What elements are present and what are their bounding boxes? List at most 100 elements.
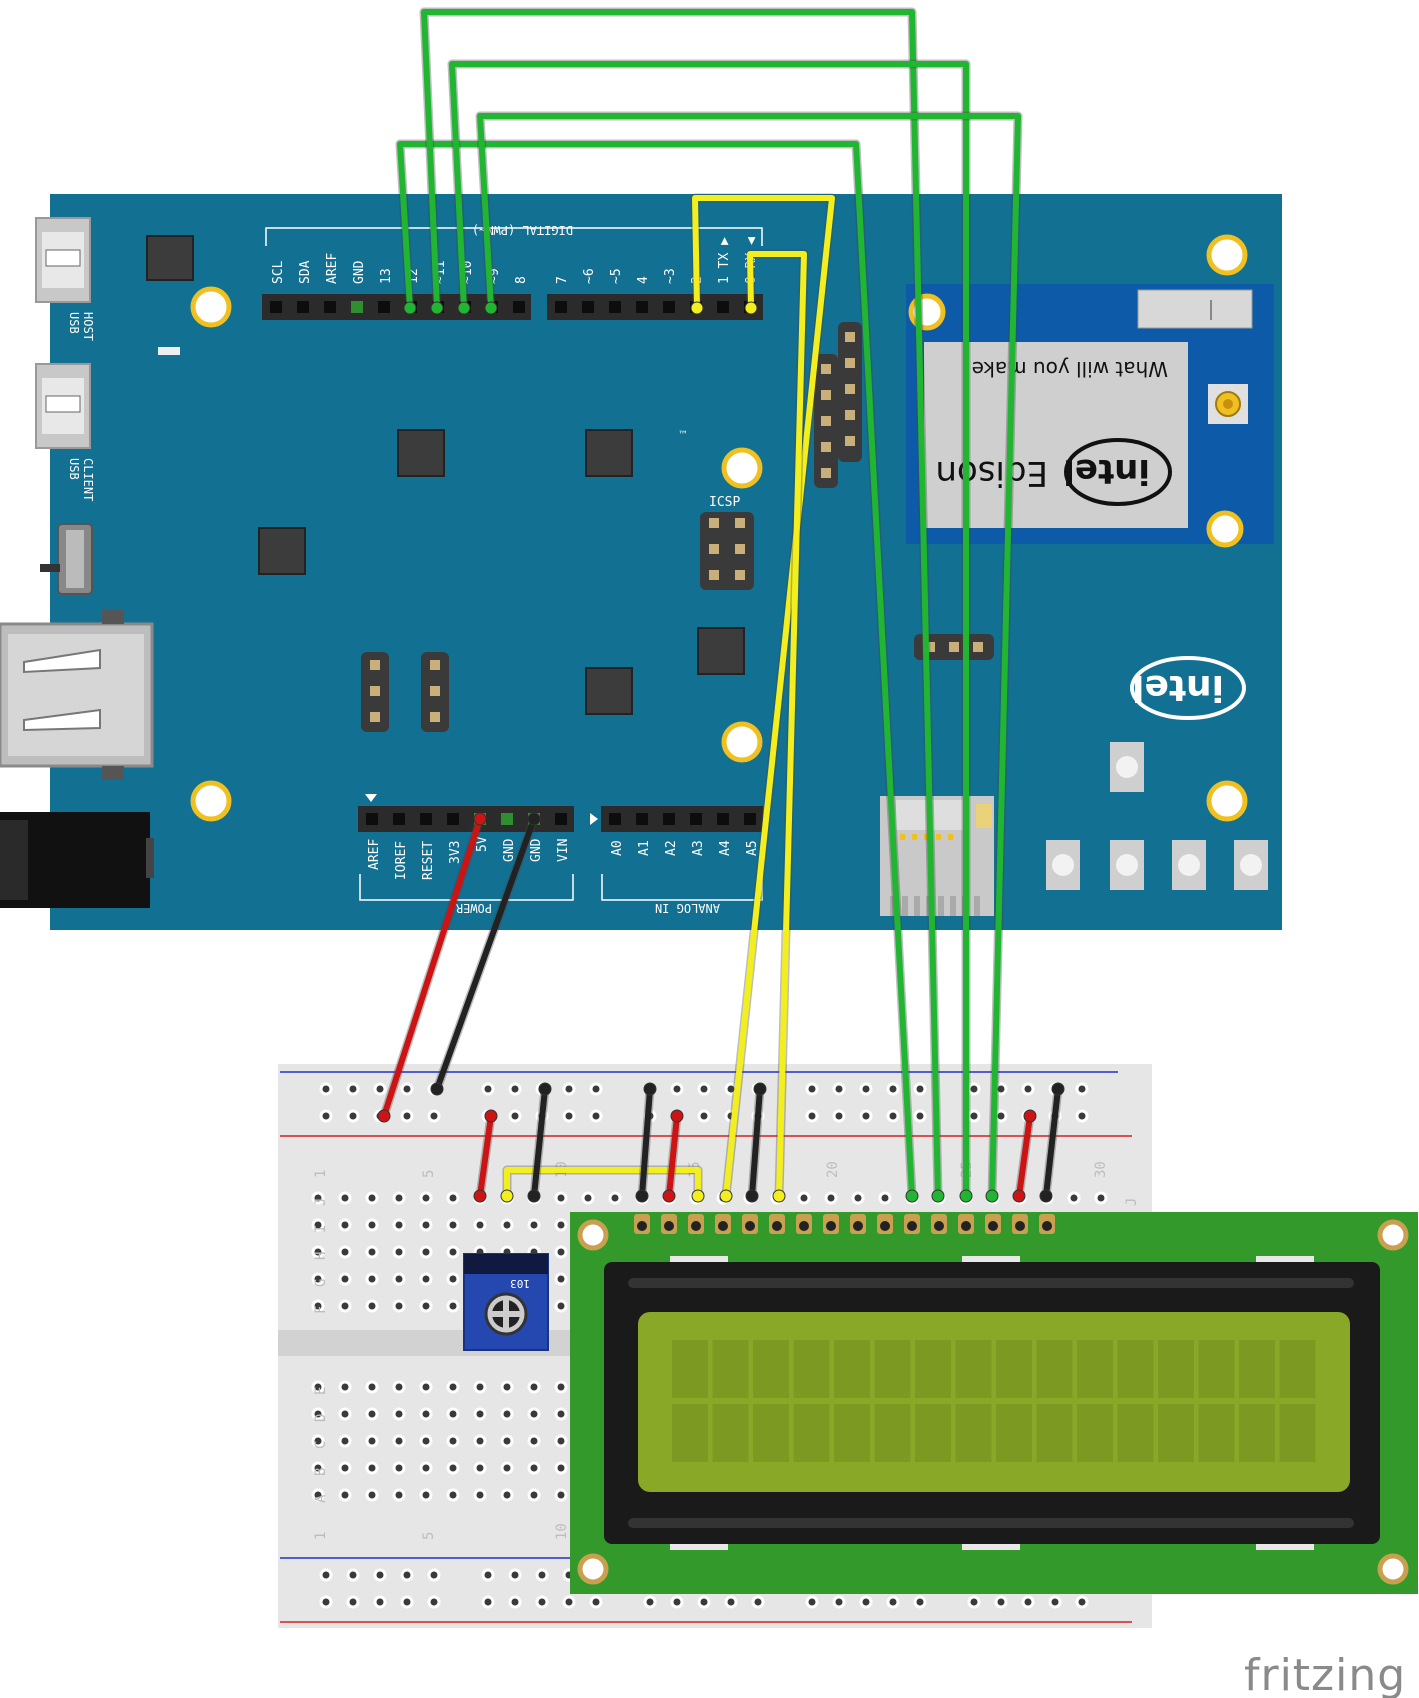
wire-green-d10-end bbox=[959, 1189, 973, 1203]
lcd-character-cell bbox=[915, 1340, 951, 1398]
breadboard-hole bbox=[419, 1407, 433, 1421]
breadboard-hole bbox=[365, 1407, 379, 1421]
breadboard-hole bbox=[554, 1488, 568, 1502]
breadboard-hole bbox=[1021, 1082, 1035, 1096]
breadboard-hole bbox=[886, 1595, 900, 1609]
breadboard-hole bbox=[589, 1595, 603, 1609]
pin-label-reset: RESET bbox=[421, 841, 436, 880]
breadboard-hole bbox=[311, 1245, 325, 1259]
bb-col-1: 1 bbox=[313, 1170, 329, 1178]
lcd-pin-hole bbox=[799, 1221, 809, 1231]
breadboard-column-numbers-bottom: 1 5 10 bbox=[313, 1523, 570, 1540]
lcd-character-cell bbox=[672, 1404, 708, 1462]
lcd-character-cell bbox=[712, 1404, 749, 1462]
breadboard-hole bbox=[1067, 1191, 1081, 1205]
breadboard-hole bbox=[365, 1488, 379, 1502]
lcd-pin-hole bbox=[664, 1221, 674, 1231]
bb-col-30: 30 bbox=[1093, 1161, 1109, 1178]
dc-barrel-jack bbox=[0, 812, 154, 908]
breadboard-hole bbox=[338, 1434, 352, 1448]
breadboard-hole bbox=[419, 1245, 433, 1259]
wire-green-d10-end bbox=[457, 301, 471, 315]
wire-red-lcd-backlight bbox=[1016, 1113, 1033, 1199]
wire-yellow-d0-end bbox=[772, 1189, 786, 1203]
wire-red-lcd-vdd-end bbox=[670, 1109, 684, 1123]
breadboard-hole bbox=[419, 1218, 433, 1232]
breadboard-hole bbox=[797, 1191, 811, 1205]
breadboard-hole bbox=[311, 1299, 325, 1313]
svg-text:intel: intel bbox=[1132, 667, 1224, 708]
pin-label-power-aref: AREF bbox=[367, 839, 382, 870]
breadboard-hole bbox=[338, 1272, 352, 1286]
breadboard-hole bbox=[392, 1434, 406, 1448]
edison-name: Edison bbox=[935, 453, 1048, 493]
lcd-character-cell bbox=[996, 1340, 1032, 1398]
push-buttons bbox=[1046, 742, 1268, 890]
lcd-screen bbox=[638, 1312, 1350, 1492]
wire-black-pot-gnd bbox=[531, 1086, 548, 1199]
breadboard-hole bbox=[365, 1434, 379, 1448]
lcd-character-cell bbox=[672, 1340, 708, 1398]
breadboard-hole bbox=[913, 1109, 927, 1123]
lcd-pin-hole bbox=[988, 1221, 998, 1231]
lcd-character-cell bbox=[1239, 1404, 1275, 1462]
wire-green-d9-end bbox=[985, 1189, 999, 1203]
lcd-character-cell bbox=[1198, 1340, 1235, 1398]
wire-red-5v-end bbox=[473, 812, 487, 826]
analog-pin-labels: A0 A1 A2 A3 A4 A5 bbox=[610, 840, 760, 856]
pin-label-13: 13 bbox=[379, 268, 394, 284]
breadboard-hole bbox=[535, 1595, 549, 1609]
breadboard-hole bbox=[446, 1299, 460, 1313]
breadboard-hole bbox=[581, 1191, 595, 1205]
lcd-pin-hole bbox=[1015, 1221, 1025, 1231]
breadboard-hole bbox=[338, 1299, 352, 1313]
breadboard-hole bbox=[805, 1082, 819, 1096]
lcd-character-cell bbox=[753, 1404, 789, 1462]
wire-yellow-pot-wiper-end bbox=[500, 1189, 514, 1203]
wire-red-pot-vcc-end bbox=[473, 1189, 487, 1203]
breadboard-hole bbox=[1075, 1595, 1089, 1609]
breadboard-hole bbox=[832, 1082, 846, 1096]
breadboard-hole bbox=[365, 1299, 379, 1313]
pin-label-3v3: 3V3 bbox=[448, 841, 463, 864]
pin-label-tx: 1 TX ▶ bbox=[717, 237, 732, 284]
breadboard-hole bbox=[400, 1109, 414, 1123]
edison-tagline: What will you make bbox=[972, 357, 1168, 381]
breadboard-hole bbox=[365, 1191, 379, 1205]
breadboard-row-letters-bottom: E D C B A bbox=[313, 1387, 329, 1503]
breadboard-hole bbox=[994, 1595, 1008, 1609]
breadboard-hole bbox=[824, 1191, 838, 1205]
breadboard-hole bbox=[697, 1082, 711, 1096]
bb-col-1-bottom: 1 bbox=[313, 1532, 329, 1540]
breadboard-hole bbox=[527, 1434, 541, 1448]
lcd-character-cell bbox=[1158, 1340, 1194, 1398]
breadboard-hole bbox=[967, 1595, 981, 1609]
breadboard-hole bbox=[670, 1082, 684, 1096]
lcd-pin-header bbox=[634, 1214, 1055, 1234]
lcd-character-cell bbox=[996, 1404, 1032, 1462]
slide-switch bbox=[40, 523, 93, 595]
breadboard-hole bbox=[311, 1272, 325, 1286]
breadboard-hole bbox=[319, 1082, 333, 1096]
breadboard-hole bbox=[446, 1191, 460, 1205]
breadboard-hole bbox=[805, 1109, 819, 1123]
breadboard-hole bbox=[419, 1299, 433, 1313]
breadboard-hole bbox=[338, 1407, 352, 1421]
breadboard-hole bbox=[419, 1272, 433, 1286]
breadboard-hole bbox=[554, 1299, 568, 1313]
breadboard-hole bbox=[697, 1595, 711, 1609]
breadboard-hole bbox=[392, 1380, 406, 1394]
lcd-pin-hole bbox=[772, 1221, 782, 1231]
wire-black-lcd-backlight-gnd-end bbox=[1039, 1189, 1053, 1203]
breadboard-hole bbox=[427, 1595, 441, 1609]
breadboard-hole bbox=[311, 1407, 325, 1421]
potentiometer-code: 103 bbox=[510, 1277, 530, 1290]
wire-green-d9 bbox=[477, 113, 1021, 1199]
breadboard-hole bbox=[554, 1380, 568, 1394]
breadboard-hole bbox=[446, 1272, 460, 1286]
breadboard-hole bbox=[1021, 1595, 1035, 1609]
breadboard-hole bbox=[473, 1488, 487, 1502]
arduino-breakout-board: USB HOST USB CLIENT bbox=[0, 194, 1282, 930]
breadboard-hole bbox=[392, 1191, 406, 1205]
wire-red-lcd-backlight-end bbox=[1012, 1189, 1026, 1203]
